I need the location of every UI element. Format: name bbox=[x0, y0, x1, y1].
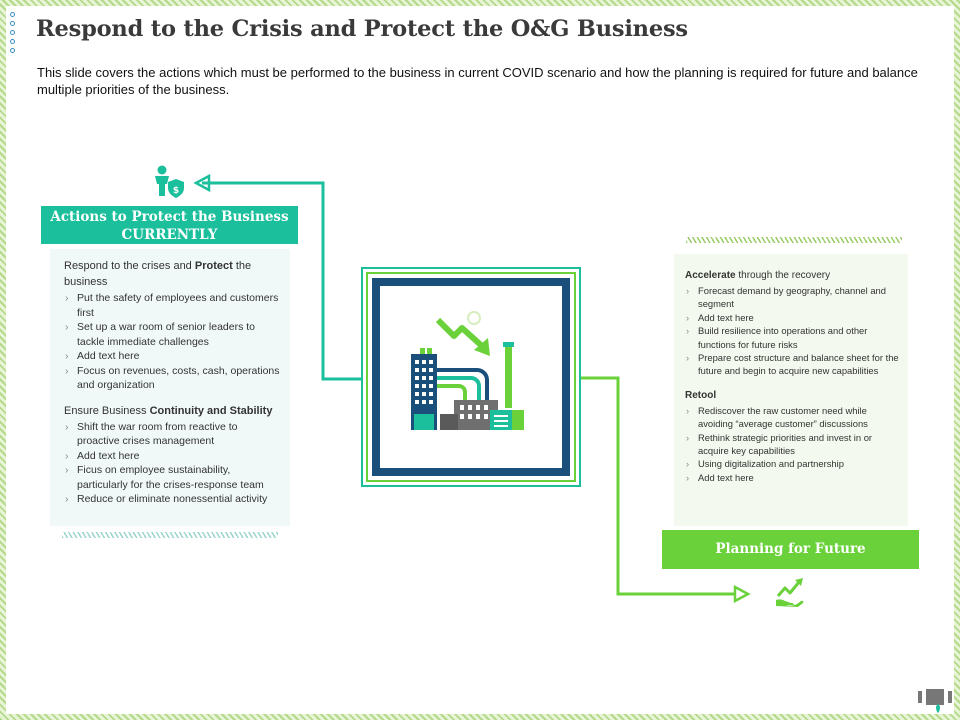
list-item: Shift the war room from reactive to proa… bbox=[64, 420, 282, 449]
planning-future-panel: Accelerate through the recovery Forecast… bbox=[674, 254, 908, 526]
connector-left-line bbox=[202, 181, 361, 381]
planning-future-heading: Planning for Future bbox=[662, 530, 919, 569]
list-item: Reduce or eliminate nonessential activit… bbox=[64, 492, 282, 507]
actions-heading-line2: CURRENTLY bbox=[121, 227, 218, 243]
list-item: Put the safety of employees and customer… bbox=[64, 291, 282, 320]
svg-text:$: $ bbox=[173, 186, 179, 196]
connector-left-arrowhead bbox=[193, 173, 211, 193]
list-item: Add text here bbox=[685, 471, 904, 485]
list-item: Set up a war room of senior leaders to t… bbox=[64, 320, 282, 349]
list-item: Rethink strategic priorities and invest … bbox=[685, 431, 904, 458]
footer-decoration bbox=[918, 689, 952, 713]
oil-gas-industry-decline-icon bbox=[411, 311, 524, 430]
accelerate-bullet-list: Forecast demand by geography, channel an… bbox=[685, 284, 904, 378]
list-item: Using digitalization and partnership bbox=[685, 457, 904, 471]
list-item: Rediscover the raw customer need while a… bbox=[685, 404, 904, 431]
slide-title: Respond to the Crisis and Protect the O&… bbox=[36, 16, 688, 42]
list-item: Forecast demand by geography, channel an… bbox=[685, 284, 904, 311]
list-item: Prepare cost structure and balance sheet… bbox=[685, 351, 904, 378]
section-heading-retool: Retool bbox=[685, 389, 717, 401]
continuity-bullet-list: Shift the war room from reactive to proa… bbox=[64, 420, 282, 507]
list-item: Focus on revenues, costs, cash, operatio… bbox=[64, 364, 282, 393]
section-heading-continuity: Ensure Business Continuity and Stability bbox=[64, 404, 273, 417]
protect-bullet-list: Put the safety of employees and customer… bbox=[64, 291, 282, 393]
actions-heading-line1: Actions to Protect the Business bbox=[50, 209, 289, 225]
list-item: Ficus on employee sustainability, partic… bbox=[64, 463, 282, 492]
list-item: Add text here bbox=[64, 349, 282, 364]
center-image-frame bbox=[361, 267, 581, 487]
section-heading-accelerate: Accelerate through the recovery bbox=[685, 270, 831, 281]
slide-subtitle: This slide covers the actions which must… bbox=[37, 65, 918, 97]
list-item: Add text here bbox=[64, 449, 282, 464]
section-heading-protect: Respond to the crises and Protect the bu… bbox=[64, 260, 252, 288]
growth-chart-hand-icon bbox=[776, 578, 804, 607]
connector-right-arrowhead bbox=[733, 584, 751, 604]
flow-connectors bbox=[193, 173, 751, 604]
person-with-dollar-shield-icon: $ bbox=[155, 165, 184, 198]
connector-right-line bbox=[581, 376, 734, 596]
actions-currently-heading: Actions to Protect the Business CURRENTL… bbox=[41, 206, 298, 244]
list-item: Build resilience into operations and oth… bbox=[685, 324, 904, 351]
right-panel-hatch-divider bbox=[686, 237, 902, 243]
retool-bullet-list: Rediscover the raw customer need while a… bbox=[685, 404, 904, 485]
actions-currently-panel: Respond to the crises and Protect the bu… bbox=[50, 249, 290, 526]
list-item: Add text here bbox=[685, 311, 904, 325]
slide: Respond to the Crisis and Protect the O&… bbox=[6, 6, 954, 714]
left-panel-hatch-divider bbox=[62, 532, 278, 538]
slide-decoration-dots bbox=[10, 12, 20, 57]
